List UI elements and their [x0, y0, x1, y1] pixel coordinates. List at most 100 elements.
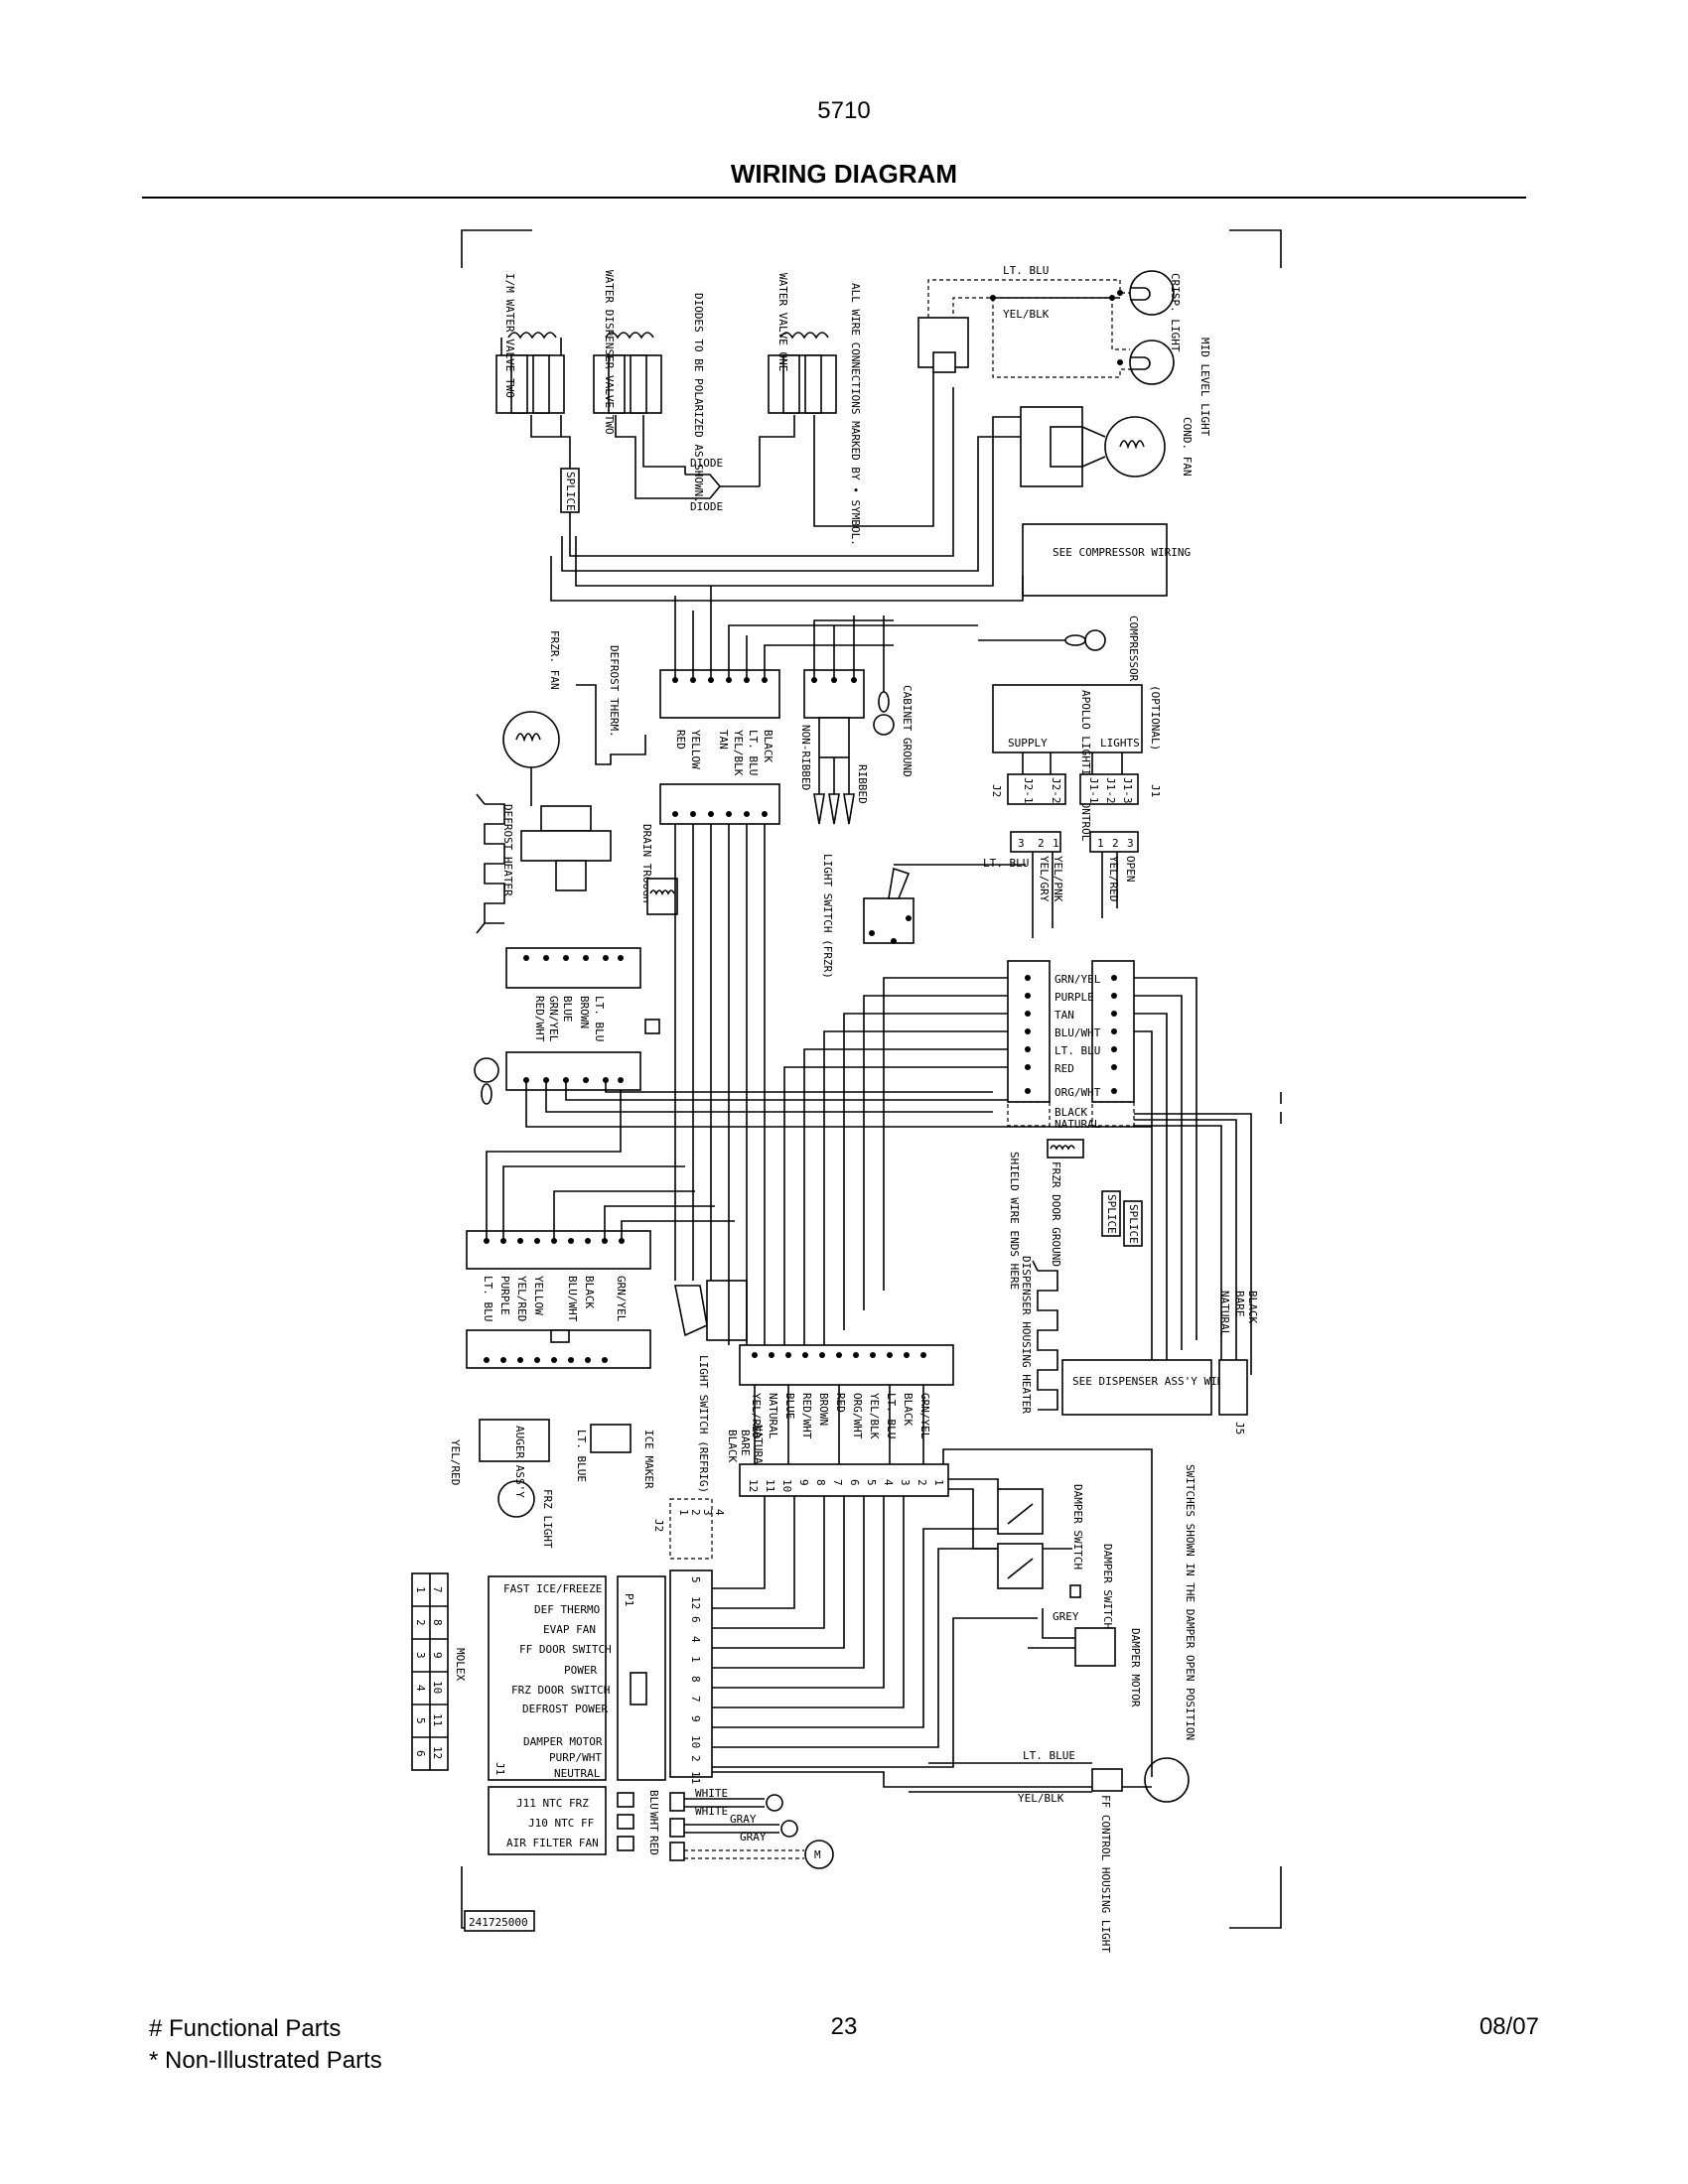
svg-text:2: 2 [1038, 837, 1045, 850]
footer-date: 08/07 [1478, 2013, 1539, 2040]
svg-text:DEFROST POWER: DEFROST POWER [522, 1703, 608, 1715]
svg-text:2: 2 [689, 1509, 702, 1516]
compressor-wiring-box [1022, 523, 1168, 597]
label-yel-red-lower: YEL/RED [449, 1439, 462, 1485]
j2-pins: 1 2 3 4 [677, 1509, 726, 1516]
svg-text:10: 10 [780, 1479, 793, 1492]
compressor-ground-symbol [978, 629, 1106, 651]
svg-text:1: 1 [1053, 837, 1059, 850]
label-ribbed: RIBBED [856, 764, 869, 804]
svg-text:7: 7 [689, 1696, 702, 1703]
svg-text:10: 10 [431, 1681, 444, 1694]
molex-top-pins: 7 8 9 10 11 12 [431, 1586, 444, 1759]
page-number: 23 [830, 2013, 858, 2040]
apollo-label: APOLLO LIGHTING CONTROL [1079, 690, 1092, 842]
plug-wire-yel-gry: YEL/GRY [1038, 856, 1051, 902]
label-auger: AUGER ASS'Y [513, 1426, 526, 1498]
label-dispenser-valve: WATER DISPENSER VALVE TWO [603, 270, 616, 435]
svg-text:11: 11 [689, 1771, 702, 1784]
label-light-switch-refrig: LIGHT SWITCH (REFRIG) [697, 1355, 710, 1493]
control-legend-box [488, 1575, 607, 1781]
label-j2: J2 [652, 1519, 665, 1532]
ntc-ff-sensor [780, 1820, 798, 1838]
j2-plug-top [1007, 773, 1066, 805]
svg-text:PURP/WHT: PURP/WHT [549, 1751, 602, 1764]
j2-connector [669, 1498, 713, 1560]
footer-non-illustrated: * Non-Illustrated Parts [149, 2047, 382, 2074]
splice-right-1-label: SPLICE [1105, 1194, 1118, 1234]
label-optional: (OPTIONAL) [1149, 685, 1162, 751]
svg-text:BLUE: BLUE [783, 1393, 796, 1420]
ntc-color-red: RED [647, 1836, 660, 1855]
svg-text:4: 4 [689, 1636, 702, 1643]
lower-left-lt-blu: LT. BLU [482, 1276, 494, 1321]
part-number: 241725000 [469, 1916, 528, 1929]
svg-text:1: 1 [932, 1479, 945, 1486]
damper-switch-1 [997, 1488, 1044, 1535]
plug-right [1089, 831, 1139, 853]
svg-text:3: 3 [1018, 837, 1025, 850]
svg-text:12: 12 [747, 1479, 760, 1492]
ntc-color-wht: WHT [647, 1812, 660, 1832]
svg-text:11: 11 [431, 1713, 444, 1726]
damper-switch-2 [997, 1543, 1044, 1589]
term-block-black: BLACK [762, 730, 774, 762]
svg-text:FF DOOR SWITCH: FF DOOR SWITCH [519, 1643, 612, 1656]
ntc-wire-white-2: WHITE [695, 1805, 728, 1818]
ice-maker-block-dots [484, 1357, 608, 1363]
main-board-top-pins: 12 11 10 9 8 7 6 5 4 3 2 1 [747, 1479, 945, 1492]
thermistor-symbol [646, 878, 678, 915]
pin-j2-1: J2-1 [1022, 777, 1035, 804]
defrost-wire-brown: BROWN [578, 996, 591, 1028]
ntc-color-blu: BLU [647, 1790, 660, 1810]
label-frzr-fan: FRZR. FAN [548, 630, 561, 690]
label-shield-wire: SHIELD WIRE ENDS HERE [1008, 1152, 1021, 1290]
compressor-box-label: SEE COMPRESSOR WIRING [1053, 546, 1191, 559]
diode-bottom: DIODE [690, 500, 723, 513]
cond-fan-motor [1104, 416, 1166, 478]
ntc-ff: J10 NTC FF [528, 1817, 594, 1830]
control-legend: FAST ICE/FREEZE DEF THERMO EVAP FAN FF D… [503, 1582, 612, 1780]
label-dispenser-heater: DISPENSER HOUSING HEATER [1020, 1256, 1033, 1414]
svg-text:DEF THERMO: DEF THERMO [534, 1603, 600, 1616]
svg-text:6: 6 [414, 1750, 427, 1757]
svg-text:RED: RED [834, 1393, 847, 1413]
dispenser-wire-black: BLACK [1246, 1291, 1259, 1323]
drain-trough-block [659, 783, 780, 825]
j5-connector [1218, 1359, 1248, 1416]
mid-level-light-bulb [1129, 340, 1175, 385]
svg-text:ORG/WHT: ORG/WHT [851, 1393, 864, 1439]
molex-bottom-pins: 1 2 3 4 5 6 [414, 1586, 427, 1757]
splice-right-2 [1123, 1200, 1143, 1247]
splice-right-2-label: SPLICE [1127, 1204, 1140, 1244]
svg-text:3: 3 [414, 1652, 427, 1659]
label-grey: GREY [1053, 1610, 1079, 1623]
svg-text:5: 5 [414, 1717, 427, 1724]
splice-right-1 [1101, 1190, 1121, 1237]
plug-left [1010, 831, 1061, 853]
p1-connector [669, 1570, 713, 1778]
dispenser-box-label: SEE DISPENSER ASS'Y WIRING [1072, 1375, 1243, 1388]
label-molex: MOLEX [454, 1648, 467, 1681]
label-frz-light: FRZ LIGHT [541, 1489, 554, 1549]
svg-text:YEL/RED: YEL/RED [750, 1393, 763, 1438]
ntc-frz-sensor [766, 1794, 783, 1812]
lower-left-block [466, 1230, 651, 1270]
defrost-wire-blue: BLUE [561, 996, 574, 1023]
title-rule [142, 197, 1526, 199]
label-j1-top: J1 [1149, 784, 1162, 797]
plug-wire-yel-pnk: YEL/PNK [1052, 856, 1064, 902]
damper-motor [1074, 1627, 1116, 1667]
svg-text:4: 4 [882, 1479, 895, 1486]
svg-text:7: 7 [431, 1586, 444, 1593]
svg-text:2: 2 [1112, 837, 1119, 850]
dispenser-wiring-box [1061, 1359, 1212, 1416]
plug-wire-yel-red: YEL/RED [1107, 856, 1120, 901]
svg-text:1: 1 [689, 1656, 702, 1663]
lower-left-black: BLACK [583, 1276, 596, 1308]
board-wire-black: BLACK [726, 1430, 739, 1462]
label-connections-note: ALL WIRE CONNECTIONS MARKED BY • SYMBOL. [849, 283, 862, 546]
svg-text:6: 6 [689, 1616, 702, 1623]
term-block-red: RED [674, 730, 687, 750]
